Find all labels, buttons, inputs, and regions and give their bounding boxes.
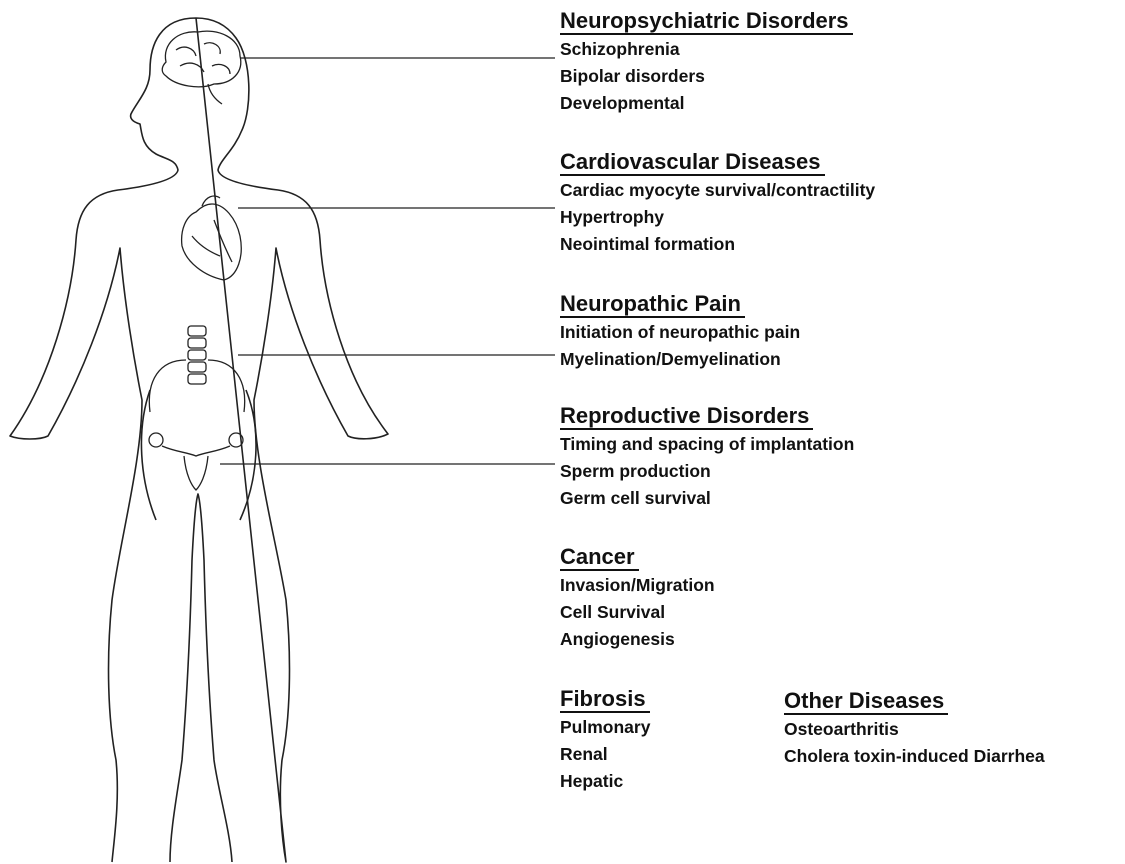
group-item: Angiogenesis: [560, 626, 715, 653]
group-item: Renal: [560, 741, 650, 768]
uterus-icon: [149, 433, 243, 490]
group-other-diseases: Other Diseases Osteoarthritis Cholera to…: [784, 688, 1045, 770]
group-heading: Fibrosis: [560, 686, 650, 713]
group-heading: Neuropsychiatric Disorders: [560, 8, 853, 35]
group-reproductive: Reproductive Disorders Timing and spacin…: [560, 403, 854, 512]
group-item: Pulmonary: [560, 714, 650, 741]
group-item: Sperm production: [560, 458, 854, 485]
group-item: Osteoarthritis: [784, 716, 1045, 743]
leader-lines: [220, 58, 555, 464]
group-item: Timing and spacing of implantation: [560, 431, 854, 458]
group-item: Neointimal formation: [560, 231, 875, 258]
body-outline-icon: [10, 18, 388, 862]
group-cardiovascular: Cardiovascular Diseases Cardiac myocyte …: [560, 149, 875, 258]
group-item: Schizophrenia: [560, 36, 853, 63]
group-item: Hypertrophy: [560, 204, 875, 231]
group-heading: Other Diseases: [784, 688, 948, 715]
group-cancer: Cancer Invasion/Migration Cell Survival …: [560, 544, 715, 653]
group-item: Invasion/Migration: [560, 572, 715, 599]
group-item: Cell Survival: [560, 599, 715, 626]
heart-icon: [182, 196, 242, 280]
group-item: Cholera toxin-induced Diarrhea: [784, 743, 1045, 770]
group-heading: Reproductive Disorders: [560, 403, 813, 430]
group-item: Initiation of neuropathic pain: [560, 319, 800, 346]
group-fibrosis: Fibrosis Pulmonary Renal Hepatic: [560, 686, 650, 795]
group-item: Germ cell survival: [560, 485, 854, 512]
group-item: Bipolar disorders: [560, 63, 853, 90]
group-item: Developmental: [560, 90, 853, 117]
group-item: Myelination/Demyelination: [560, 346, 800, 373]
group-item: Cardiac myocyte survival/contractility: [560, 177, 875, 204]
brain-icon: [162, 31, 241, 104]
group-item: Hepatic: [560, 768, 650, 795]
group-neuropsychiatric: Neuropsychiatric Disorders Schizophrenia…: [560, 8, 853, 117]
group-neuropathic: Neuropathic Pain Initiation of neuropath…: [560, 291, 800, 373]
group-heading: Neuropathic Pain: [560, 291, 745, 318]
group-heading: Cancer: [560, 544, 639, 571]
group-heading: Cardiovascular Diseases: [560, 149, 825, 176]
